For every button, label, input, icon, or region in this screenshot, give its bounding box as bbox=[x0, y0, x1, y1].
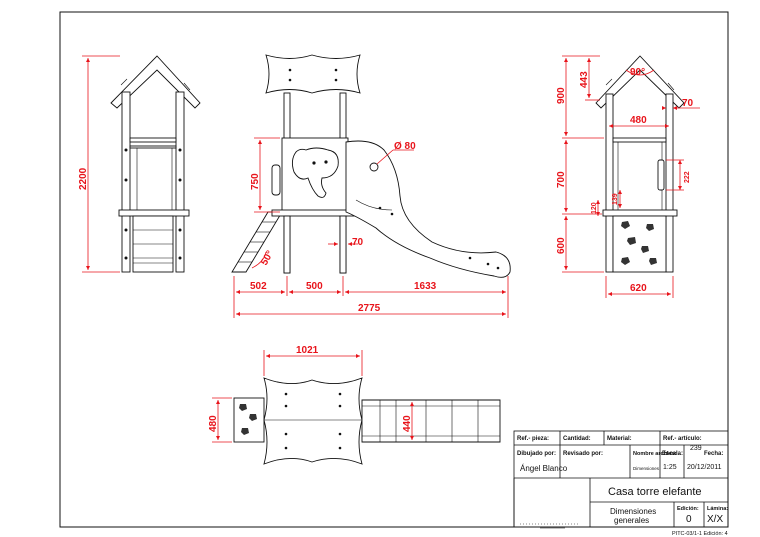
escala-value: 1:25 bbox=[663, 464, 677, 471]
fecha-value: 20/12/2011 bbox=[687, 464, 722, 471]
edicion-label: Edición: bbox=[677, 506, 699, 512]
ref-articulo-value: 239 bbox=[690, 445, 702, 452]
revisado-label: Revisado por: bbox=[563, 451, 603, 457]
dim-900: 900 bbox=[556, 87, 567, 104]
front-view: 750 Ø 80 70 50° 502 500 1633 2775 bbox=[231, 54, 511, 318]
ref-pieza-label: Ref.- pieza: bbox=[517, 436, 549, 442]
dim-480-top: 480 bbox=[208, 415, 219, 432]
nombre-archivo-value: Dimensiones bbox=[633, 466, 660, 471]
dim-2775: 2775 bbox=[358, 303, 381, 314]
dim-angle-50: 50° bbox=[259, 249, 276, 268]
right-side-view: 900 443 90° 70 480 700 222 139 120 600 bbox=[556, 55, 700, 298]
top-view: 1021 480 440 bbox=[208, 345, 501, 465]
drawing-subtitle-2: generales bbox=[614, 516, 649, 525]
footer-code: PITC-03/1-1 Edición: 4 bbox=[672, 531, 728, 537]
dibujado-value: Ángel Blanco bbox=[520, 464, 568, 473]
dim-2200: 2200 bbox=[78, 167, 89, 190]
dim-1633: 1633 bbox=[414, 281, 437, 292]
cantidad-label: Cantidad: bbox=[563, 436, 591, 442]
dim-750: 750 bbox=[250, 173, 261, 190]
dim-222: 222 bbox=[684, 171, 691, 183]
drawing-title: Casa torre elefante bbox=[608, 486, 702, 498]
lamina-value: X/X bbox=[707, 514, 723, 525]
dim-70-side: 70 bbox=[682, 98, 694, 109]
signature-mark bbox=[520, 523, 580, 529]
drawing-subtitle-1: Dimensiones bbox=[610, 507, 656, 516]
dim-70-front: 70 bbox=[352, 237, 364, 248]
dim-440: 440 bbox=[402, 415, 413, 432]
left-side-view: 2200 bbox=[78, 55, 201, 273]
dibujado-label: Dibujado por: bbox=[517, 451, 556, 457]
fecha-label: Fecha: bbox=[704, 451, 723, 457]
title-block: Ref.- pieza: Cantidad: Material: Ref.- a… bbox=[513, 430, 729, 528]
dim-hole: Ø 80 bbox=[394, 141, 416, 152]
dim-angle-90: 90° bbox=[630, 67, 645, 78]
material-label: Material: bbox=[607, 436, 632, 442]
escala-label: Escala: bbox=[662, 451, 683, 457]
dim-120: 120 bbox=[591, 202, 598, 214]
nombre-archivo-label: Nombre archivo: bbox=[633, 451, 677, 457]
lamina-label: Lámina: bbox=[707, 506, 728, 512]
dim-600: 600 bbox=[556, 237, 567, 254]
dim-700: 700 bbox=[556, 171, 567, 188]
dim-500: 500 bbox=[306, 281, 323, 292]
dim-502: 502 bbox=[250, 281, 267, 292]
dim-480-side: 480 bbox=[630, 115, 647, 126]
dim-139: 139 bbox=[612, 193, 619, 205]
dim-1021: 1021 bbox=[296, 345, 319, 356]
edicion-value: 0 bbox=[686, 514, 692, 525]
sheet-border bbox=[59, 11, 729, 528]
dim-620: 620 bbox=[630, 283, 647, 294]
ref-articulo-label: Ref.- artículo: bbox=[663, 436, 702, 442]
dim-443: 443 bbox=[579, 71, 590, 88]
